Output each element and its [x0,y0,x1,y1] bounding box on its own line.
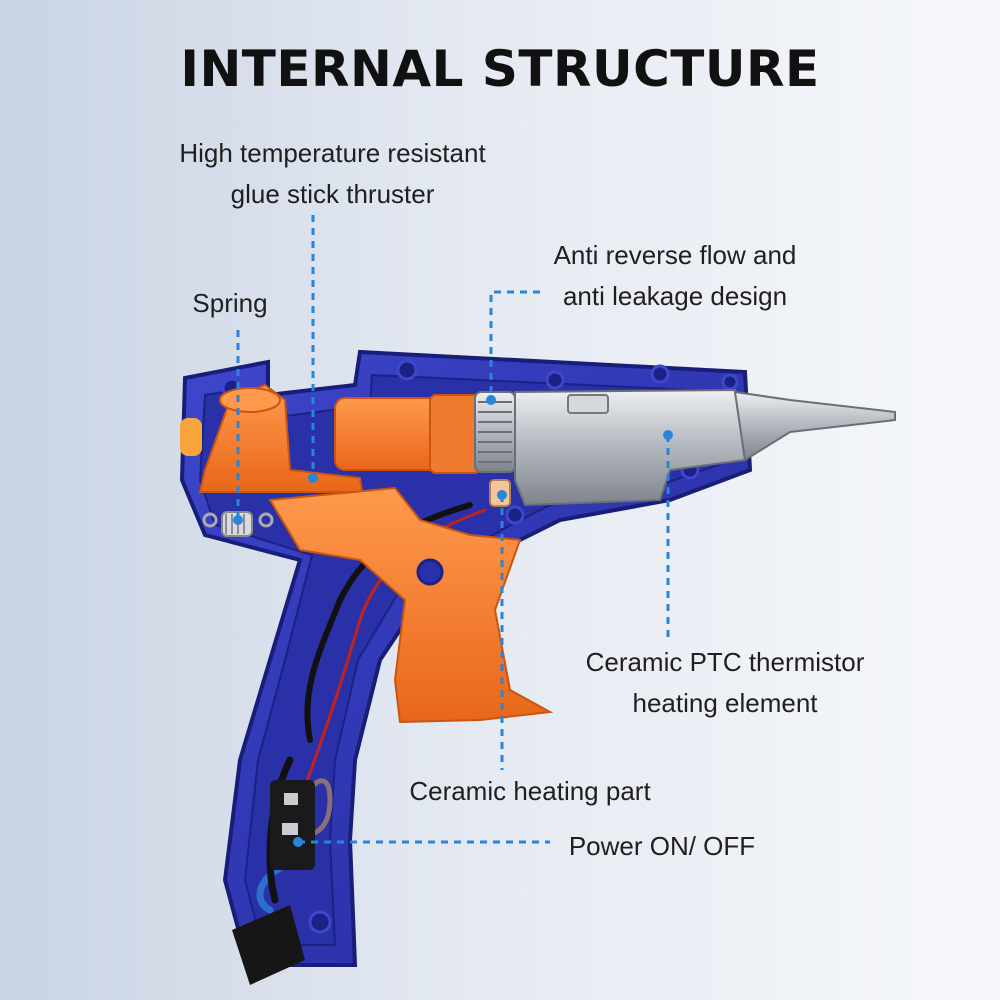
label-anti-reverse-flow: Anti reverse flow and anti leakage desig… [520,235,830,317]
page-title: INTERNAL STRUCTURE [180,40,820,98]
nozzle [733,390,896,462]
label-ptc-thermistor: Ceramic PTC thermistor heating element [560,642,890,724]
label-line: Anti reverse flow and [553,240,797,270]
leader-dots [233,395,673,847]
label-ceramic-heating-part: Ceramic heating part [409,776,651,806]
threaded-connector [474,391,516,473]
label-line: Ceramic PTC thermistor [585,647,865,677]
label-line: glue stick thruster [230,179,435,209]
trigger [268,486,554,724]
cord-grommet [232,905,305,985]
label-spring: Spring [192,288,268,318]
label-glue-stick-thruster: High temperature resistant glue stick th… [140,133,525,215]
label-line: anti leakage design [562,281,788,311]
leader-lines [236,215,670,844]
label-line: High temperature resistant [179,138,486,168]
label-power-switch: Power ON/ OFF [568,831,756,861]
heating-element [514,388,747,507]
label-line: heating element [632,688,818,718]
